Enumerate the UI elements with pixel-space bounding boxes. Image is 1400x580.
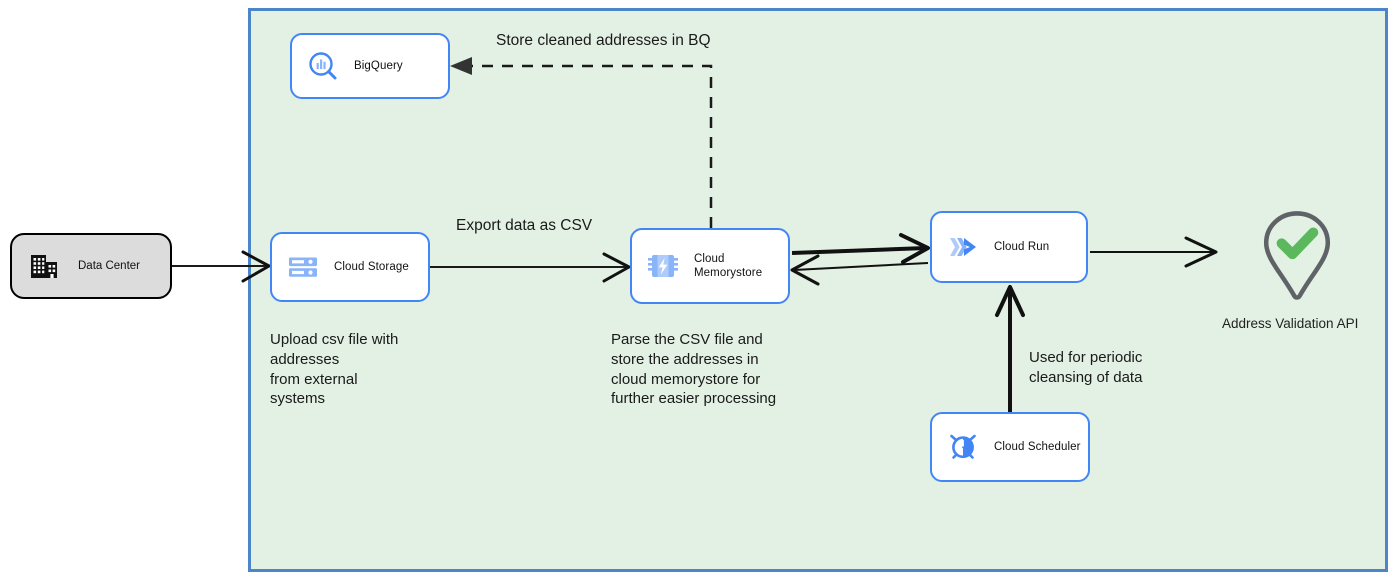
edge-label-export-data-as-csv: Export data as CSV: [456, 217, 593, 234]
node-cloud-run[interactable]: Cloud Run: [930, 211, 1088, 283]
edge-label-store-cleaned-addresses: Store cleaned addresses in BQ: [496, 32, 711, 49]
node-label-address-validation-api: Address Validation API: [1222, 316, 1359, 331]
node-label-cloud-storage: Cloud Storage: [334, 260, 409, 273]
node-bigquery[interactable]: BigQuery: [290, 33, 450, 99]
annotation-upload-note: Upload csv file with addresses from exte…: [270, 331, 399, 408]
location-pin-check-icon: [1258, 208, 1336, 309]
annotation-parse-note: Parse the CSV file and store the address…: [611, 331, 777, 408]
cloud-memorystore-icon: [646, 249, 680, 283]
node-cloud-memorystore[interactable]: Cloud Memorystore: [630, 228, 790, 304]
bigquery-icon: [306, 49, 340, 83]
node-label-cloud-scheduler: Cloud Scheduler: [994, 440, 1081, 453]
node-address-validation-api[interactable]: Address Validation API: [1222, 208, 1372, 332]
node-label-cloud-run: Cloud Run: [994, 240, 1050, 253]
cloud-run-icon: [946, 230, 980, 264]
cloud-storage-icon: [286, 250, 320, 284]
edge-label-periodic-cleansing: Used for periodic cleansing of data: [1029, 349, 1143, 386]
node-data-center[interactable]: Data Center: [10, 233, 172, 299]
cloud-scheduler-icon: [946, 430, 980, 464]
node-label-bigquery: BigQuery: [354, 59, 403, 72]
data-center-icon: [28, 250, 60, 282]
node-label-data-center: Data Center: [78, 260, 141, 272]
cloud-environment-container: [248, 8, 1388, 572]
node-cloud-scheduler[interactable]: Cloud Scheduler: [930, 412, 1090, 482]
node-label-cloud-memorystore: Cloud Memorystore: [694, 252, 763, 279]
node-cloud-storage[interactable]: Cloud Storage: [270, 232, 430, 302]
